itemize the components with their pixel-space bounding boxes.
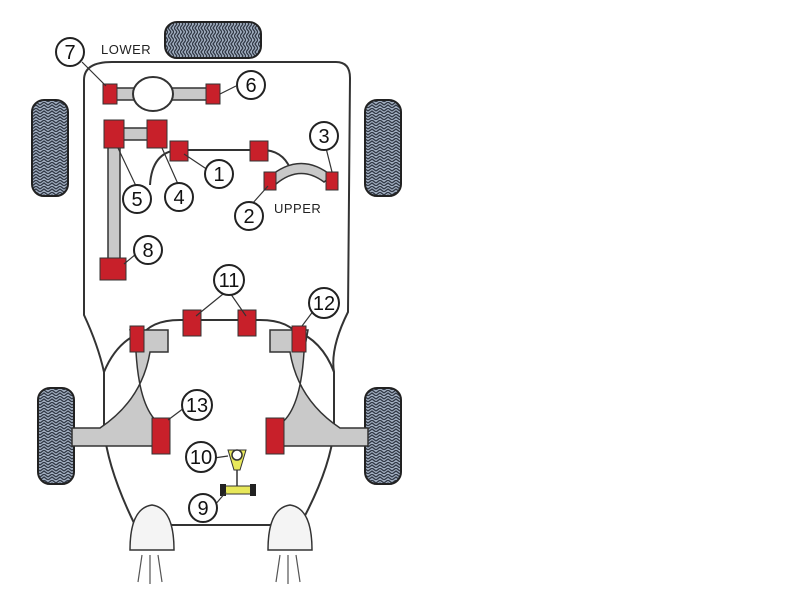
rear-mount-10: [227, 449, 247, 490]
bush-3: [325, 171, 339, 191]
callout-9: 9: [188, 493, 218, 523]
callout-5: 5: [122, 184, 152, 214]
callout-9-label: 9: [197, 498, 208, 520]
upper-arm: [266, 162, 334, 185]
bush-11-right: [237, 309, 257, 337]
callout-11: 11: [213, 264, 245, 296]
callout-1-label: 1: [213, 164, 224, 186]
label-upper: UPPER: [274, 201, 321, 216]
callout-4-label: 4: [173, 187, 184, 209]
bush-12-right: [291, 325, 307, 353]
callout-12-label: 12: [313, 293, 335, 315]
callout-4: 4: [164, 182, 194, 212]
bush-7: [102, 83, 118, 105]
callout-2: 2: [234, 201, 264, 231]
tyre-front-left: [31, 99, 69, 197]
front-anti-roll-bar: [149, 149, 291, 186]
tyre-rear-left: [37, 387, 75, 485]
tyre-top: [164, 21, 262, 59]
bush-12-left: [129, 325, 145, 353]
callout-13: 13: [181, 389, 213, 421]
tyre-rear-right: [364, 387, 402, 485]
callout-10: 10: [185, 441, 217, 473]
bush-1-right: [249, 140, 269, 162]
callout-8: 8: [133, 235, 163, 265]
callout-5-label: 5: [131, 189, 142, 211]
callout-10-label: 10: [190, 447, 212, 469]
tyre-front-right: [364, 99, 402, 197]
bush-8: [99, 257, 127, 281]
callout-3-label: 3: [318, 126, 329, 148]
callout-13-label: 13: [186, 395, 208, 417]
callout-7: 7: [55, 37, 85, 67]
callout-12: 12: [308, 287, 340, 319]
bush-13-right: [265, 417, 285, 455]
bush-11-left: [182, 309, 202, 337]
rear-lamp-left: [129, 504, 175, 584]
callout-11-label: 11: [219, 270, 240, 292]
rear-trailing-arm-left: [71, 329, 169, 447]
label-lower: LOWER: [101, 42, 151, 57]
rear-mount-9: [220, 484, 256, 496]
bush-5: [103, 119, 125, 149]
callout-3: 3: [309, 121, 339, 151]
bush-6: [205, 83, 221, 105]
callout-6: 6: [236, 70, 266, 100]
bush-13-left: [151, 417, 171, 455]
callout-6-label: 6: [245, 75, 256, 97]
rear-lamp-right: [267, 504, 313, 584]
bush-1-left: [169, 140, 189, 162]
rear-trailing-arm-right: [269, 329, 369, 447]
callout-8-label: 8: [142, 240, 153, 262]
bush-4: [146, 119, 168, 149]
front-cross-member: [107, 76, 219, 112]
callout-1: 1: [204, 159, 234, 189]
callout-7-label: 7: [64, 42, 75, 64]
bush-2: [263, 171, 277, 191]
callout-2-label: 2: [243, 206, 254, 228]
